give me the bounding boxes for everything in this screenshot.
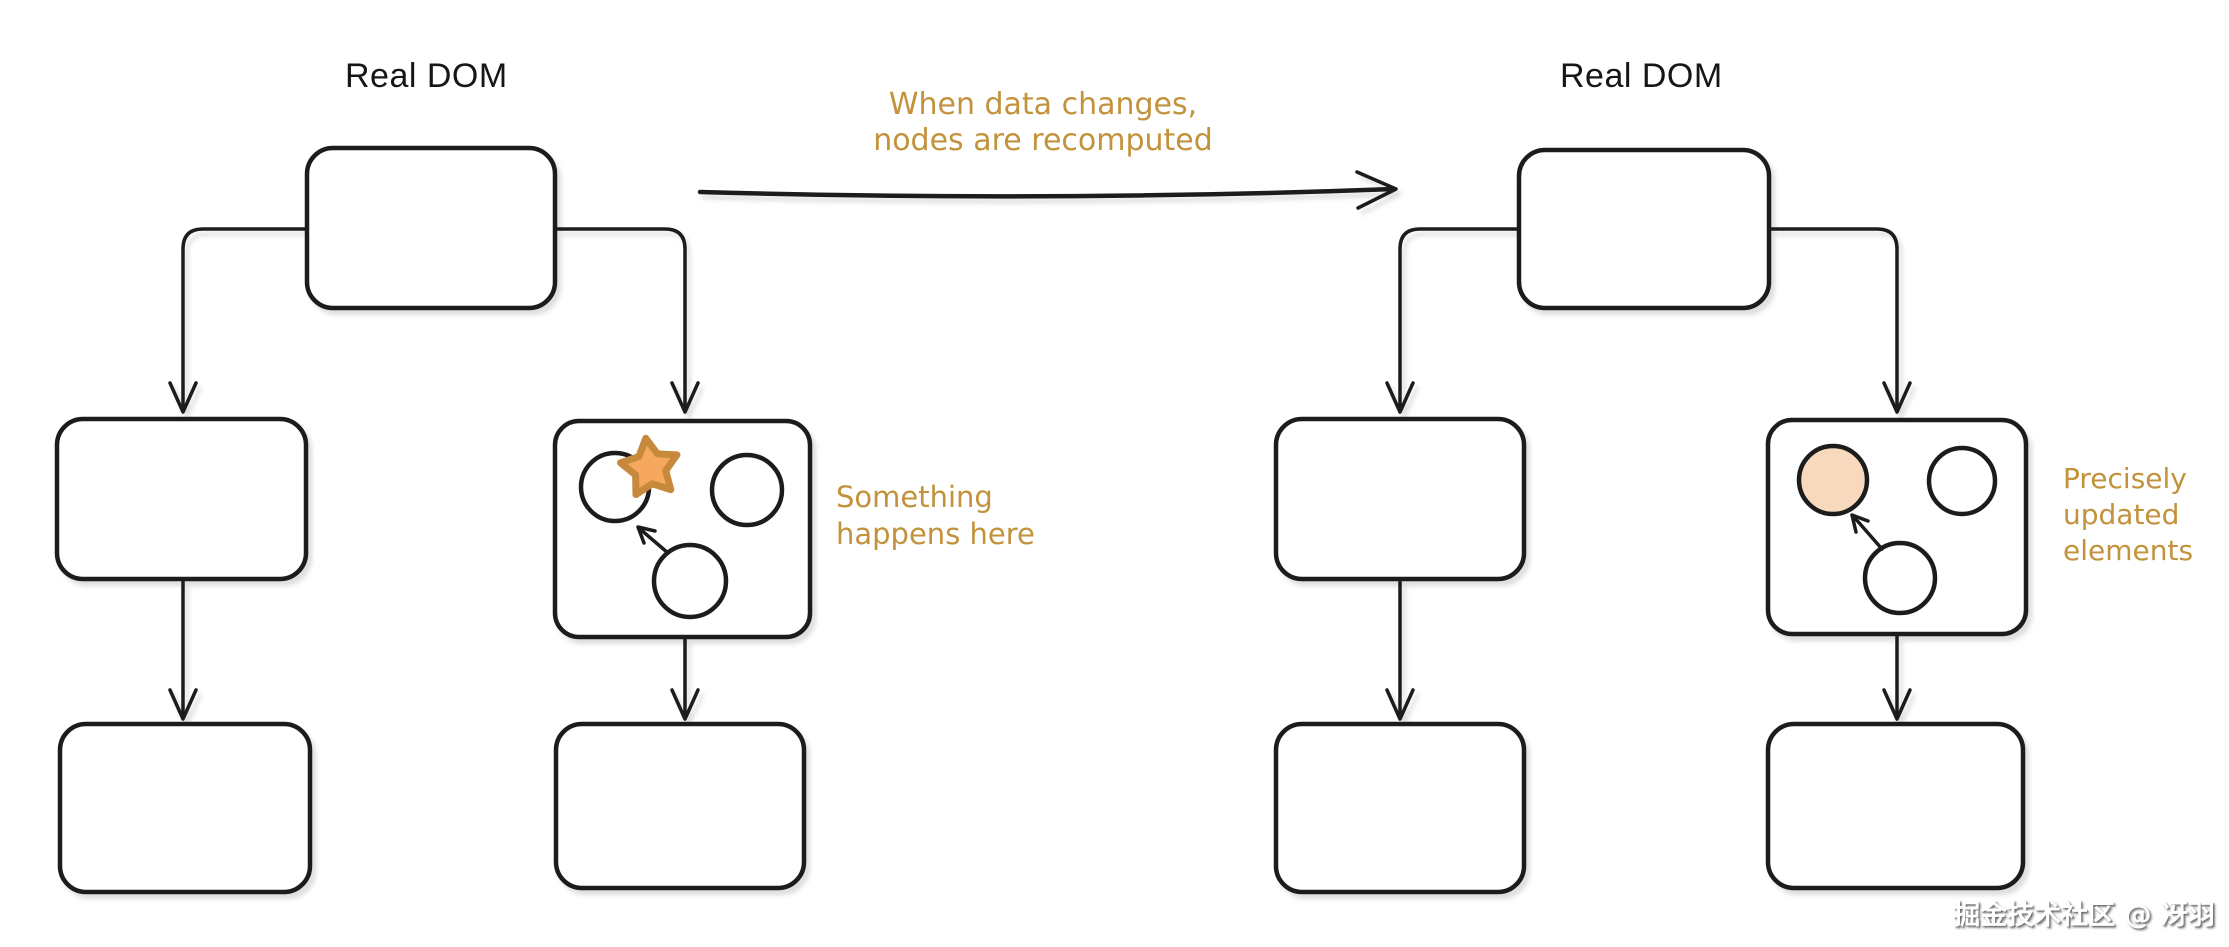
left-inner-arrowhead (636, 525, 657, 545)
left-arrowhead-leaf1 (168, 688, 198, 721)
left-arrowhead-child1 (168, 381, 198, 414)
right-edge-root-to-child1 (1398, 227, 1521, 412)
right-leaf-node-2 (1765, 721, 2026, 891)
right-arrowhead-child1 (1385, 381, 1415, 414)
transition-caption: When data changes, nodes are recomputed (843, 87, 1243, 159)
something-happens-line1: Something (836, 480, 993, 514)
left-root-node (304, 145, 558, 311)
left-child-node (54, 416, 309, 582)
right-root-node (1516, 147, 1772, 311)
right-arrowhead-leaf1 (1385, 688, 1415, 721)
transition-arrow (697, 186, 1397, 199)
left-edge-root-to-child1 (181, 227, 309, 412)
right-arrowhead-leaf2 (1882, 688, 1912, 721)
transition-caption-line2: nodes are recomputed (873, 123, 1213, 158)
something-happens-label: Something happens here (836, 479, 1035, 553)
transition (697, 170, 1398, 210)
left-leaf-node-2 (553, 721, 807, 891)
right-tree-title: Real DOM (1560, 57, 1723, 95)
right-updated-circle (1796, 443, 1870, 517)
right-arrowhead-child2 (1882, 381, 1912, 414)
right-child-node (1273, 416, 1527, 582)
left-leaf-node-1 (57, 721, 313, 895)
left-inner-circle-3 (651, 542, 729, 620)
left-arrowhead-leaf2 (670, 688, 700, 721)
right-leaf-node-1 (1273, 721, 1527, 895)
precisely-updated-line3: elements (2063, 534, 2194, 567)
left-tree-title: Real DOM (345, 57, 508, 95)
right-edge-root-to-child2 (1767, 227, 1899, 412)
precisely-updated-line1: Precisely (2063, 462, 2187, 495)
precisely-updated-label: Precisely updated elements (2063, 461, 2193, 569)
right-inner-circle-2 (1926, 445, 1998, 517)
transition-caption-line1: When data changes, (888, 87, 1198, 122)
right-inner-arrowhead (1850, 513, 1870, 534)
left-inner-circle-2 (709, 452, 785, 528)
left-edge-root-to-child2 (553, 227, 687, 412)
left-arrowhead-child2 (670, 381, 700, 414)
something-happens-line2: happens here (836, 517, 1035, 551)
watermark: 掘金技术社区 @ 冴羽 (1953, 900, 2215, 931)
left-inner-arrow (638, 527, 670, 555)
right-inner-circle-3 (1862, 540, 1938, 616)
transition-arrowhead (1355, 170, 1398, 210)
right-inner-arrow (1852, 515, 1884, 551)
right-tree (1273, 147, 2029, 895)
precisely-updated-line2: updated (2063, 498, 2180, 531)
change-star-icon (616, 434, 681, 499)
left-tree (54, 145, 813, 895)
